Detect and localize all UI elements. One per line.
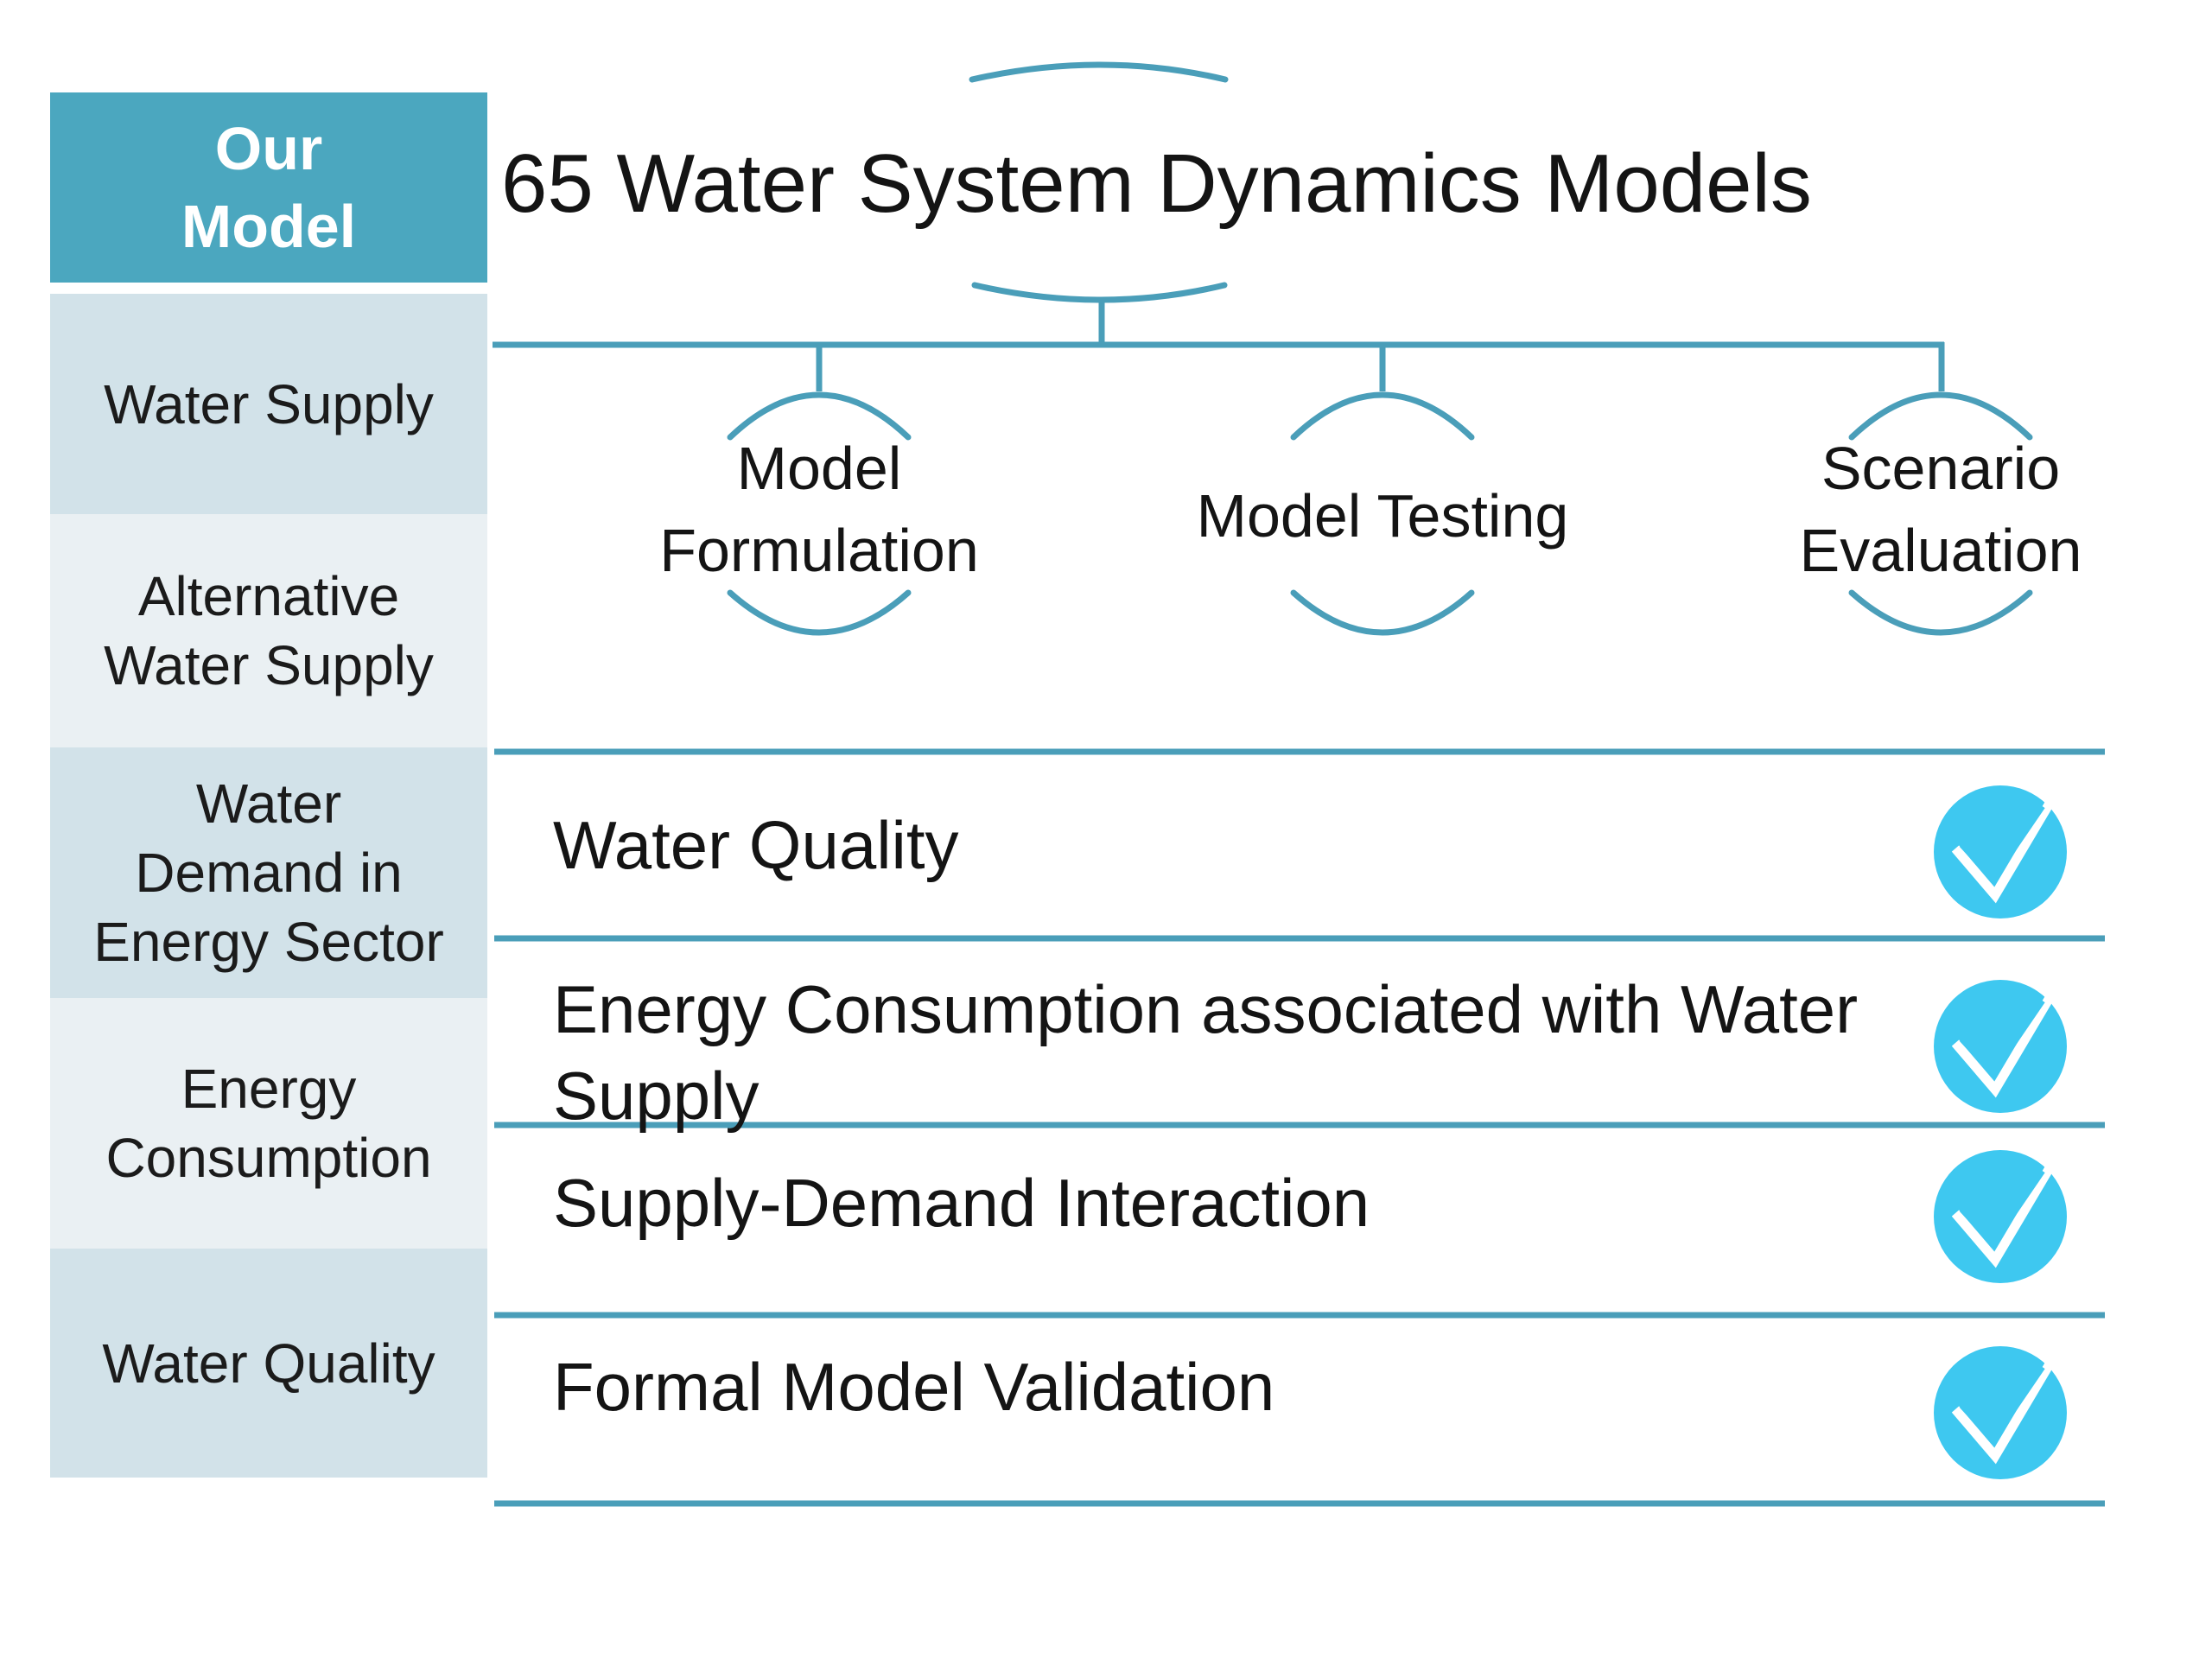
check-icon: [1934, 785, 2067, 918]
sidebar-item-energy-consumption: Energy Consumption: [50, 998, 487, 1249]
node-label-model-formulation: Model Formulation: [659, 435, 979, 584]
node-label-model-testing: Model Testing: [1196, 482, 1569, 550]
sidebar-item-water-quality: Water Quality: [50, 1249, 487, 1478]
title-top-arc-icon: [969, 61, 1229, 83]
node-bottom-arc-icon: [727, 589, 912, 636]
checklist-item-supply-demand-interaction: Supply-Demand Interaction: [553, 1165, 1370, 1241]
sidebar-item-water-supply: Water Supply: [50, 294, 487, 514]
check-icon: [1934, 1150, 2067, 1283]
checklist-item-water-quality: Water Quality: [553, 807, 959, 883]
node-top-arc-icon: [1290, 391, 1475, 441]
sidebar-item-alternative-water-supply: Alternative Water Supply: [50, 514, 487, 747]
node-top-arc-icon: [727, 391, 912, 441]
sidebar-item-label: Water Demand in Energy Sector: [93, 772, 444, 973]
node-bottom-arc-icon: [1290, 589, 1475, 636]
sidebar-item-label: Water Supply: [104, 372, 434, 435]
page-title: 65 Water System Dynamics Models: [501, 137, 1812, 230]
sidebar-header-our-model: Our Model: [50, 92, 487, 283]
checklist-item-energy-consumption-water-supply: Energy Consumption associated with Water…: [553, 971, 1859, 1134]
sidebar-item-label: Alternative Water Supply: [104, 565, 434, 696]
check-icon: [1934, 1346, 2067, 1479]
node-top-arc-icon: [1848, 391, 2033, 441]
sidebar-item-label: Water Quality: [102, 1332, 435, 1395]
title-bottom-arc-icon: [971, 282, 1228, 303]
sidebar-item-water-demand-energy-sector: Water Demand in Energy Sector: [50, 747, 487, 998]
sidebar-header-label: Our Model: [181, 115, 357, 260]
checklist-item-formal-model-validation: Formal Model Validation: [553, 1349, 1275, 1425]
node-label-scenario-evaluation: Scenario Evaluation: [1799, 435, 2082, 584]
sidebar-item-label: Energy Consumption: [105, 1058, 432, 1189]
check-icon: [1934, 980, 2067, 1113]
node-bottom-arc-icon: [1848, 589, 2033, 636]
